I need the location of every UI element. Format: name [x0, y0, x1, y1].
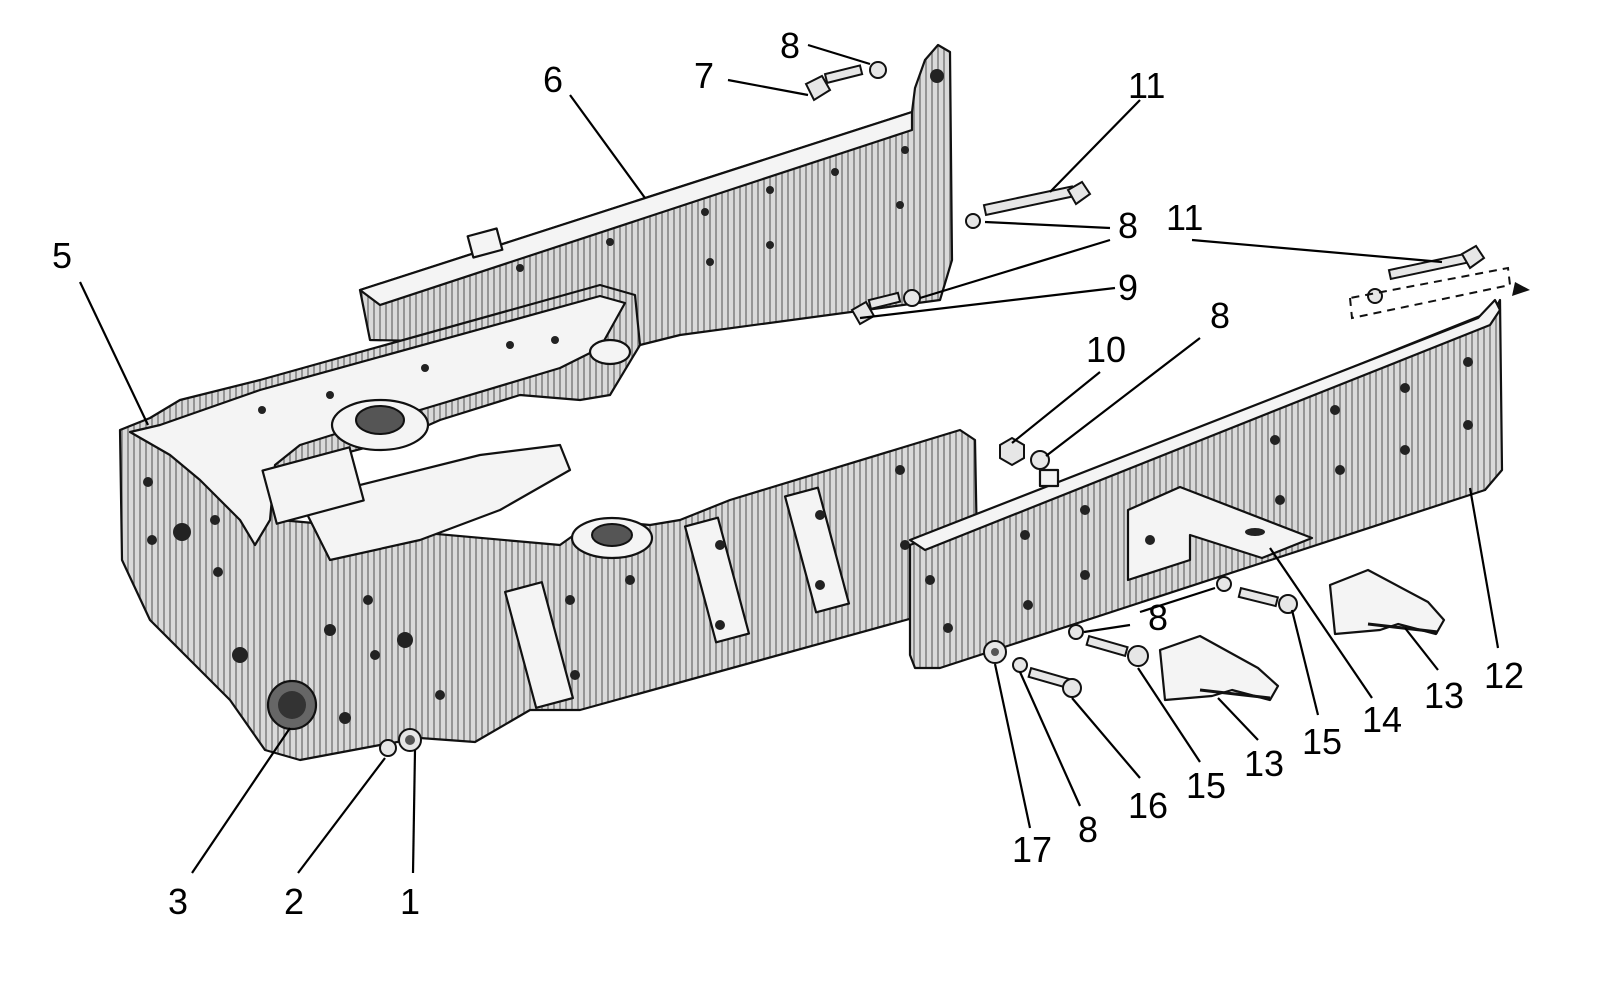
callout-8-nut: 8 [1210, 295, 1230, 336]
washer-8-front [1367, 288, 1383, 304]
washer-8-rear [965, 213, 981, 229]
callout-8-bottom: 8 [1078, 809, 1098, 850]
callout-6: 6 [543, 59, 563, 100]
bolt-16 [1027, 666, 1082, 698]
washer-8-lower [1068, 624, 1084, 640]
callout-8-lower: 8 [1148, 597, 1168, 638]
callout-16: 16 [1128, 785, 1168, 826]
spring-clip-left [1158, 634, 1280, 702]
callout-15-right: 15 [1302, 721, 1342, 762]
washer-8-top [869, 61, 887, 79]
callout-1: 1 [400, 881, 420, 922]
rear-side-rail [358, 43, 954, 347]
bolt-7 [804, 64, 864, 102]
callout-13-left: 13 [1244, 743, 1284, 784]
callout-9: 9 [1118, 267, 1138, 308]
callout-5: 5 [52, 235, 72, 276]
callout-14: 14 [1362, 699, 1402, 740]
washer-8-bottom [1012, 657, 1028, 673]
bolt-15-left [1085, 634, 1149, 667]
callout-11-rear: 11 [1128, 65, 1165, 106]
spring-clip-right [1328, 568, 1446, 636]
callout-3: 3 [168, 881, 188, 922]
washer-8-mid [903, 289, 921, 307]
leader-lines [79, 43, 1500, 874]
washer-8-nut [1030, 450, 1050, 470]
washer-8-right [1216, 576, 1232, 592]
callout-8-rear: 8 [1118, 205, 1138, 246]
nut-10 [999, 436, 1025, 467]
callout-15-left: 15 [1186, 765, 1226, 806]
callout-labels: 1 2 3 5 6 7 8 11 8 9 11 10 8 12 13 14 15… [52, 25, 1524, 922]
callout-12: 12 [1484, 655, 1524, 696]
callout-8-top: 8 [780, 25, 800, 66]
bolt-9 [850, 291, 902, 326]
callout-11-front: 11 [1166, 197, 1203, 238]
bolt-15-right [1237, 586, 1298, 614]
callout-13-right: 13 [1424, 675, 1464, 716]
bolt-11-rear [982, 180, 1092, 217]
callout-10: 10 [1086, 329, 1126, 370]
main-frame-casting [118, 283, 980, 762]
callout-2: 2 [284, 881, 304, 922]
callout-7: 7 [694, 55, 714, 96]
hardware-parts [804, 61, 1530, 698]
front-side-rail [908, 298, 1504, 670]
callout-17: 17 [1012, 829, 1052, 870]
